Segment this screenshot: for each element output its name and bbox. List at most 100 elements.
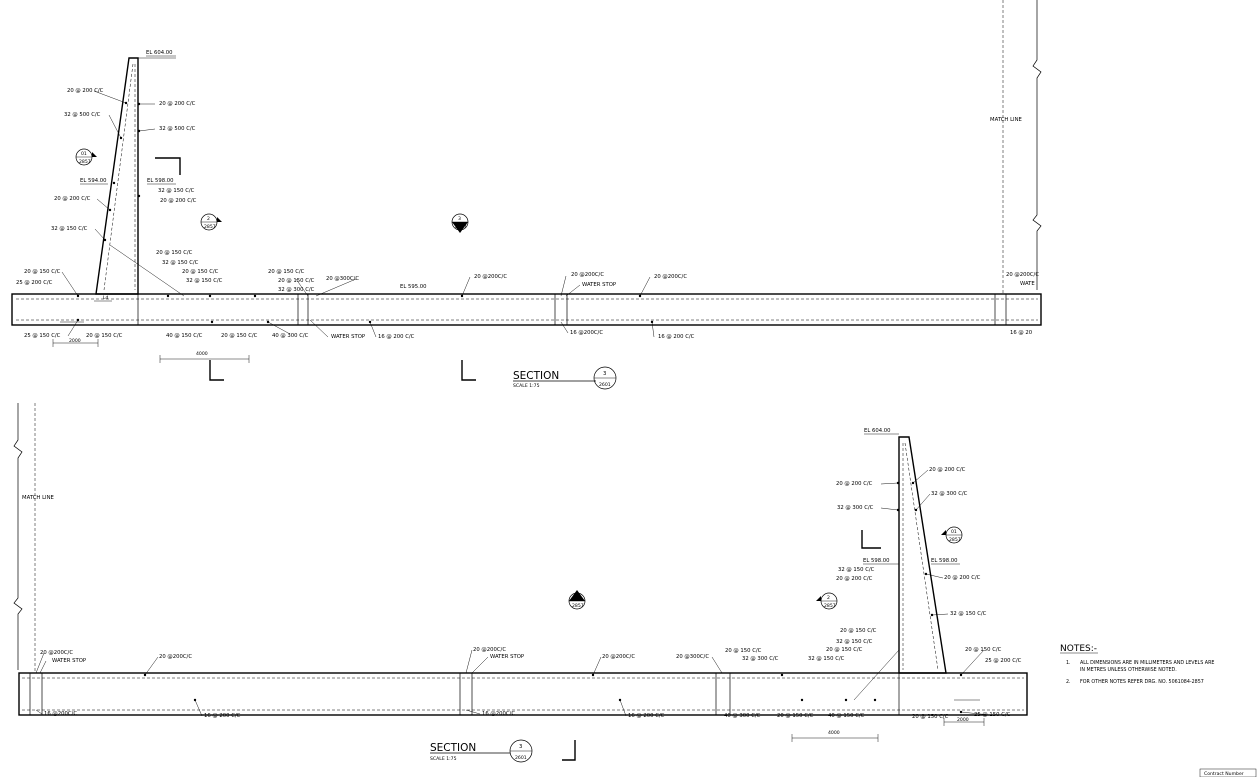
rebar-label: 40 @ 300 C/C <box>724 713 761 719</box>
rebar-label: 16 @ 200 C/C <box>204 713 241 719</box>
top-section: EL 604.00 EL 598.00 EL 594.00 EL 595.00 … <box>11 0 1042 390</box>
rebar-label: 32 @ 150 C/C <box>836 639 873 645</box>
rebar-label: 16 @ 200 C/C <box>658 334 695 340</box>
water-stop-label: WATER STOP <box>331 334 366 340</box>
water-stop-label: WATER STOP <box>490 654 525 660</box>
rebar-label: 16 @200C/C <box>482 711 515 717</box>
rebar-label: 20 @ 150 C/C <box>86 333 123 339</box>
rebar-label: 20 @ 150 C/C <box>24 269 61 275</box>
rebar-label: 20 @ 150 C/C <box>278 278 315 284</box>
water-stop-label: WATER STOP <box>52 658 87 664</box>
rebar-label: 20 @ 150 C/C <box>221 333 258 339</box>
rebar-label: 16 @ 20 <box>1010 330 1033 336</box>
rebar-label: 20 @ 200 C/C <box>944 575 981 581</box>
bottom-leaders <box>35 469 991 717</box>
top-el-label-604: EL 604.00 <box>146 50 173 56</box>
top-section-scale: SCALE 1:75 <box>513 383 540 389</box>
rebar-label: 20 @ 150 C/C <box>826 647 863 653</box>
section-cut-mark <box>155 157 181 175</box>
rebar-label: 32 @ 300 C/C <box>837 505 874 511</box>
bottom-section-marker-3: 3 2857 <box>568 590 586 610</box>
bottom-el-label-598b: EL 598.00 <box>931 558 958 564</box>
dimension-label: Ld <box>103 295 109 301</box>
section-cut-mark <box>861 530 881 549</box>
bottom-rebar-labels: 20 @ 200 C/C 20 @ 200 C/C 32 @ 300 C/C 3… <box>40 467 1022 720</box>
rebar-label: 20 @200C/C <box>159 654 192 660</box>
dimension-label: 4000 <box>196 351 208 357</box>
rebar-label: 32 @ 150 C/C <box>808 656 845 662</box>
top-el-label-598: EL 598.00 <box>147 178 174 184</box>
rebar-label: 20 @200C/C <box>654 274 687 280</box>
rebar-label: 20 @ 150 C/C <box>725 648 762 654</box>
top-rebar-labels: 20 @ 200 C/C 32 @ 500 C/C 20 @ 200 C/C 3… <box>16 88 1039 340</box>
bottom-base-slab <box>18 672 1028 716</box>
rebar-label: 32 @ 500 C/C <box>159 126 196 132</box>
rebar-label: 32 @ 500 C/C <box>64 112 101 118</box>
top-base-slab <box>11 293 1042 326</box>
top-section-title: SECTION <box>513 370 559 382</box>
bottom-section-marker-2: 2 2857 <box>816 592 838 610</box>
rebar-label: 32 @ 150 C/C <box>162 260 199 266</box>
svg-text:3: 3 <box>575 595 578 601</box>
svg-text:2857: 2857 <box>949 537 961 543</box>
svg-text:2857: 2857 <box>572 603 584 609</box>
svg-text:2: 2 <box>827 595 830 601</box>
note-number: 1. <box>1066 660 1071 666</box>
water-stop-label: WATER STOP <box>582 282 617 288</box>
match-line-label: MATCH LINE <box>990 117 1023 123</box>
svg-text:3: 3 <box>603 371 606 377</box>
svg-text:3: 3 <box>458 216 461 222</box>
rebar-label: 25 @ 150 C/C <box>24 333 61 339</box>
rebar-label: 20 @300C/C <box>326 276 359 282</box>
rebar-label: 32 @ 150 C/C <box>950 611 987 617</box>
water-stop-label: WATE <box>1020 281 1035 287</box>
rebar-label: 20 @ 200 C/C <box>836 576 873 582</box>
rebar-label: 20 @ 150 C/C <box>268 269 305 275</box>
rebar-label: 20 @200C/C <box>473 647 506 653</box>
bottom-section-title: SECTION <box>430 742 476 754</box>
rebar-label: 20 @200C/C <box>571 272 604 278</box>
rebar-label: 20 @ 200 C/C <box>836 481 873 487</box>
rebar-label: 16 @200C/C <box>570 330 603 336</box>
rebar-label: 40 @ 150 C/C <box>828 713 865 719</box>
svg-text:3: 3 <box>519 744 522 750</box>
rebar-label: 32 @ 150 C/C <box>838 567 875 573</box>
dimension-label: 4000 <box>828 730 840 736</box>
bottom-el-label-598: EL 598.00 <box>863 558 890 564</box>
rebar-label: 20 @ 150 C/C <box>156 250 193 256</box>
rebar-label: 20 @300C/C <box>676 654 709 660</box>
note-text-cont: IN METRES UNLESS OTHERWISE NOTED. <box>1080 667 1177 673</box>
rebar-label: 16 @ 200 C/C <box>628 713 665 719</box>
svg-text:2857: 2857 <box>79 159 91 165</box>
rebar-label: 16 @ 200 C/C <box>378 334 415 340</box>
dimension-label: 2000 <box>957 717 969 723</box>
notes-heading: NOTES:- <box>1060 644 1097 654</box>
rebar-label: 32 @ 300 C/C <box>278 287 315 293</box>
rebar-label: 20 @ 150 C/C <box>182 269 219 275</box>
bottom-section-scale: SCALE 1:75 <box>430 756 457 762</box>
rebar-label: 32 @ 150 C/C <box>186 278 223 284</box>
rebar-label: 20 @ 200 C/C <box>160 198 197 204</box>
bottom-retaining-wall <box>898 436 947 674</box>
rebar-label: 25 @ 200 C/C <box>985 658 1022 664</box>
svg-text:2857: 2857 <box>204 224 216 230</box>
svg-text:2601: 2601 <box>515 755 527 761</box>
rebar-label: 32 @ 150 C/C <box>51 226 88 232</box>
svg-text:2857: 2857 <box>824 603 836 609</box>
rebar-label: 32 @ 300 C/C <box>742 656 779 662</box>
note-text: ALL DIMENSIONS ARE IN MILLIMETERS AND LE… <box>1080 660 1214 666</box>
rebar-label: 25 @ 150 C/C <box>974 712 1011 718</box>
rebar-label: 20 @ 150 C/C <box>777 713 814 719</box>
notes-block: NOTES:- 1. ALL DIMENSIONS ARE IN MILLIME… <box>1060 644 1214 685</box>
rebar-label: 32 @ 300 C/C <box>931 491 968 497</box>
note-number: 2. <box>1066 679 1071 685</box>
rebar-label: 20 @ 200 C/C <box>929 467 966 473</box>
top-el-label-595: EL 595.00 <box>400 284 427 290</box>
note-text: FOR OTHER NOTES REFER DRG. NO. 5061084-2… <box>1080 679 1204 685</box>
section-cut-mark <box>209 360 224 381</box>
contract-number-box <box>1199 768 1257 777</box>
rebar-label: 20 @ 200 C/C <box>54 196 91 202</box>
bottom-section: EL 604.00 EL 598.00 EL 598.00 20 @ 200 C… <box>13 403 1028 763</box>
rebar-label: 40 @ 300 C/C <box>272 333 309 339</box>
